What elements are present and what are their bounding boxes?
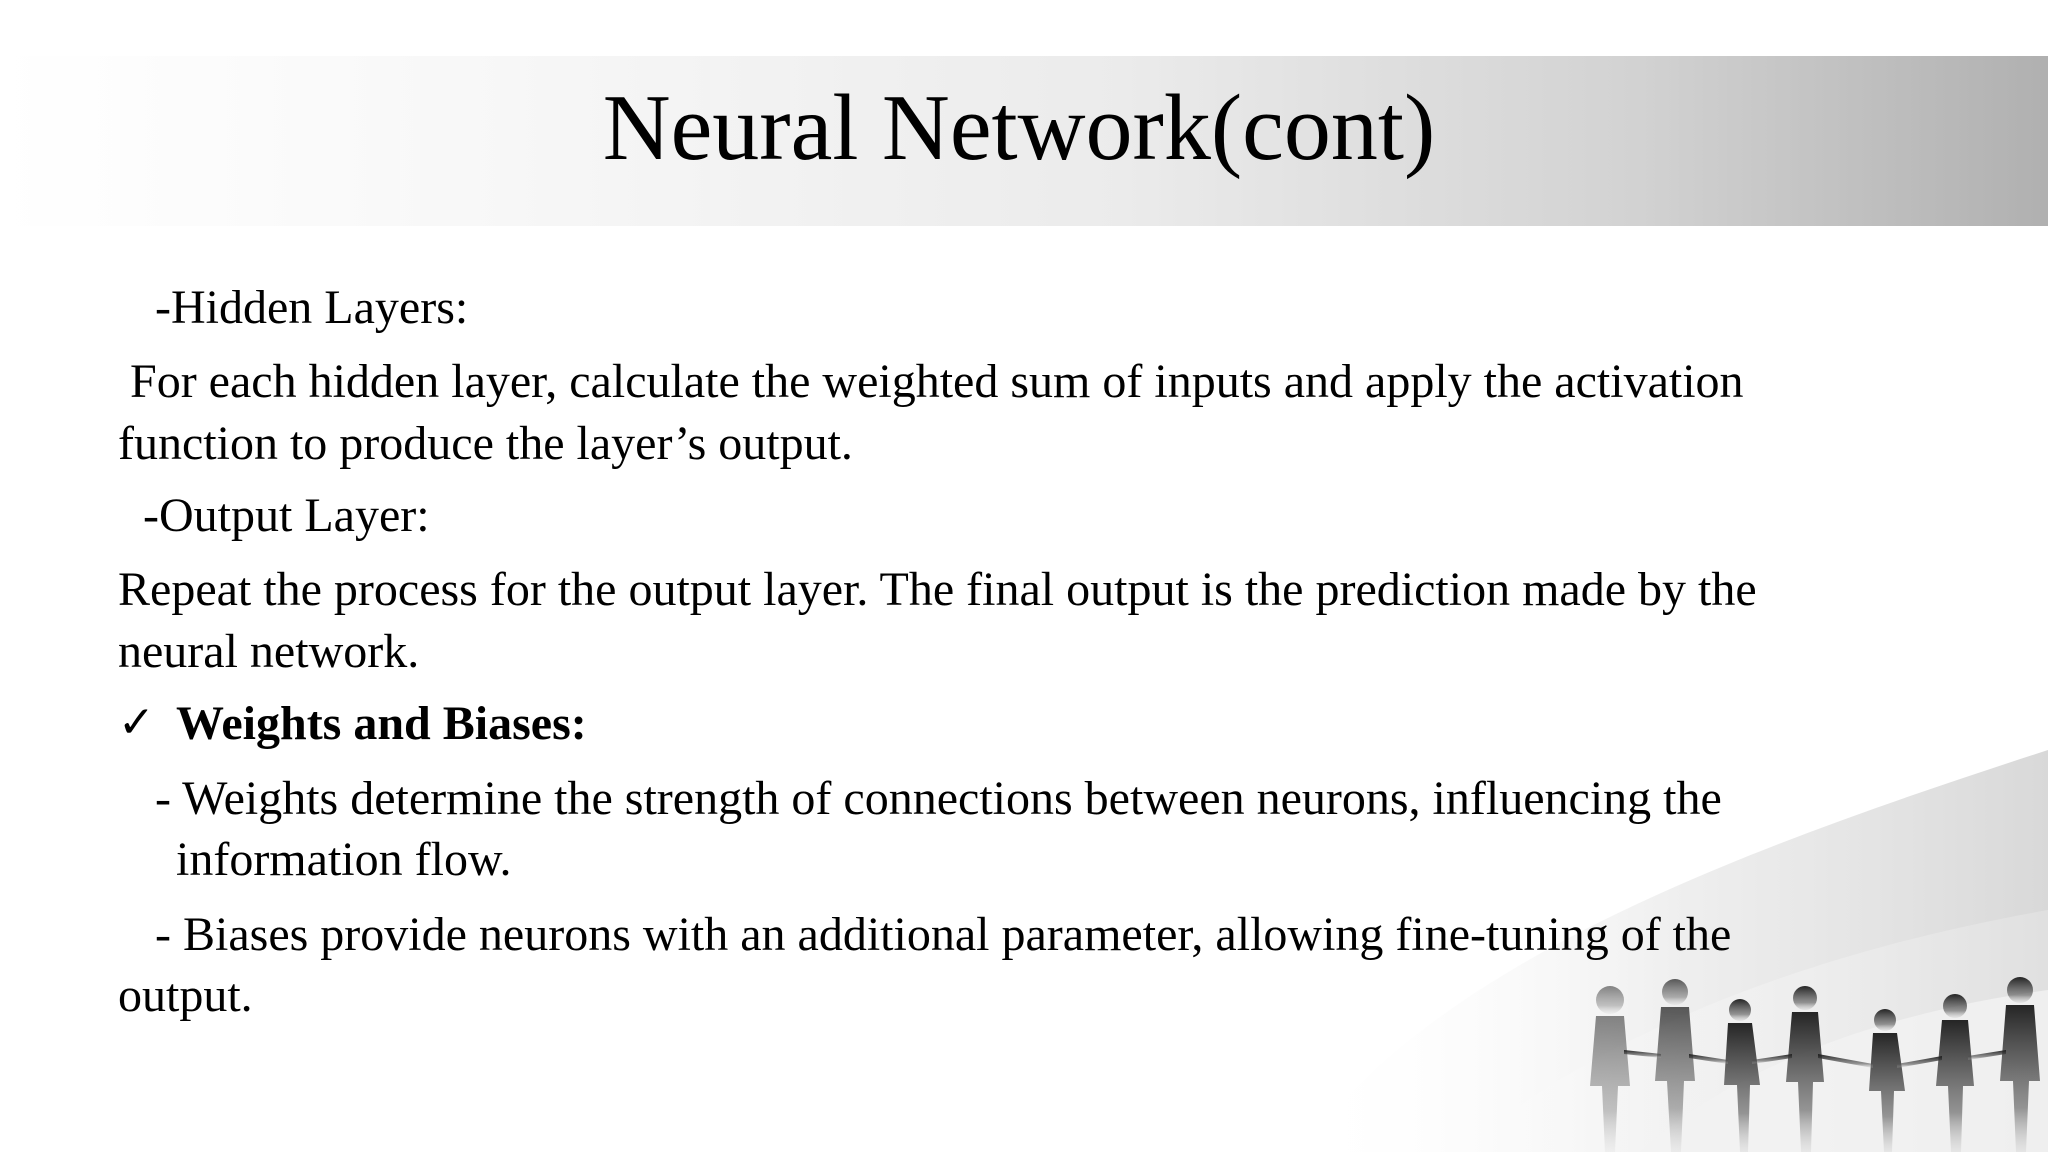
output-layer-heading: -Output Layer: [143, 489, 430, 542]
weights-text-line-1: - Weights determine the strength of conn… [155, 772, 1722, 825]
biases-text-line-2: output. [118, 969, 253, 1022]
title-band [0, 56, 2048, 226]
slide-title: Neural Network(cont) [602, 76, 1436, 180]
weights-text-line-2: information flow. [176, 833, 512, 886]
hidden-layers-text-line-1: For each hidden layer, calculate the wei… [130, 355, 1744, 408]
biases-text-line-1: - Biases provide neurons with an additio… [155, 908, 1732, 961]
hidden-layers-heading: -Hidden Layers: [155, 281, 469, 334]
hidden-layers-text-line-2: function to produce the layer’s output. [118, 417, 853, 470]
checkmark-icon: ✓ [118, 697, 155, 748]
output-layer-text-line-1: Repeat the process for the output layer.… [118, 563, 1757, 616]
output-layer-text-line-2: neural network. [118, 625, 420, 678]
business-people-silhouette [1590, 977, 2040, 1152]
weights-biases-heading: Weights and Biases: [176, 697, 587, 750]
